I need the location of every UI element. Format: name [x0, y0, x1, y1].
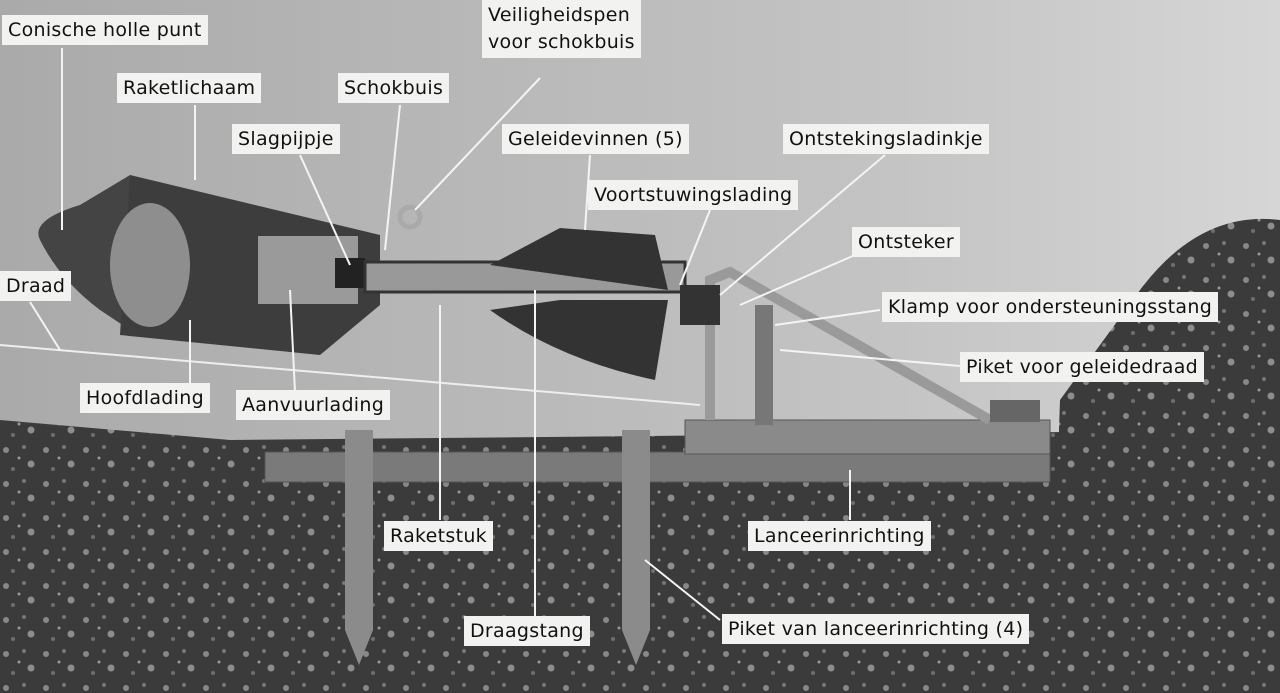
label-conische-holle-punt: Conische holle punt: [2, 15, 208, 45]
leader-lines: [29, 48, 961, 621]
label-raketstuk: Raketstuk: [384, 521, 493, 551]
label-hoofdlading: Hoofdlading: [80, 383, 210, 413]
label-ontsteker: Ontsteker: [852, 227, 961, 257]
label-aanvuurlading: Aanvuurlading: [236, 390, 391, 420]
label-klamp: Klamp voor ondersteuningsstang: [882, 292, 1219, 322]
guide-wire: [0, 344, 701, 406]
label-veiligheidspen-line1: Veiligheidspen: [488, 4, 631, 26]
label-raketlichaam: Raketlichaam: [117, 73, 262, 103]
launcher: [264, 266, 1051, 665]
label-voortstuwingslading: Voortstuwingslading: [588, 180, 799, 210]
label-piket-geleidedraad: Piket voor geleidedraad: [960, 352, 1205, 382]
label-veiligheidspen: Veiligheidspen voor schokbuis: [482, 0, 641, 58]
label-draad: Draad: [0, 271, 72, 301]
label-veiligheidspen-line2: voor schokbuis: [488, 31, 635, 53]
dark-mound: [1050, 218, 1280, 693]
label-draagstang: Draagstang: [464, 616, 590, 646]
label-lanceerinrichting: Lanceerinrichting: [748, 521, 931, 551]
label-ontstekingsladinkje: Ontstekingsladinkje: [783, 124, 989, 154]
label-schokbuis: Schokbuis: [338, 73, 450, 103]
label-piket-lanceerinrichting: Piket van lanceerinrichting (4): [722, 614, 1030, 644]
label-slagpijpje: Slagpijpje: [232, 124, 340, 154]
label-geleidevinnen: Geleidevinnen (5): [502, 124, 689, 154]
